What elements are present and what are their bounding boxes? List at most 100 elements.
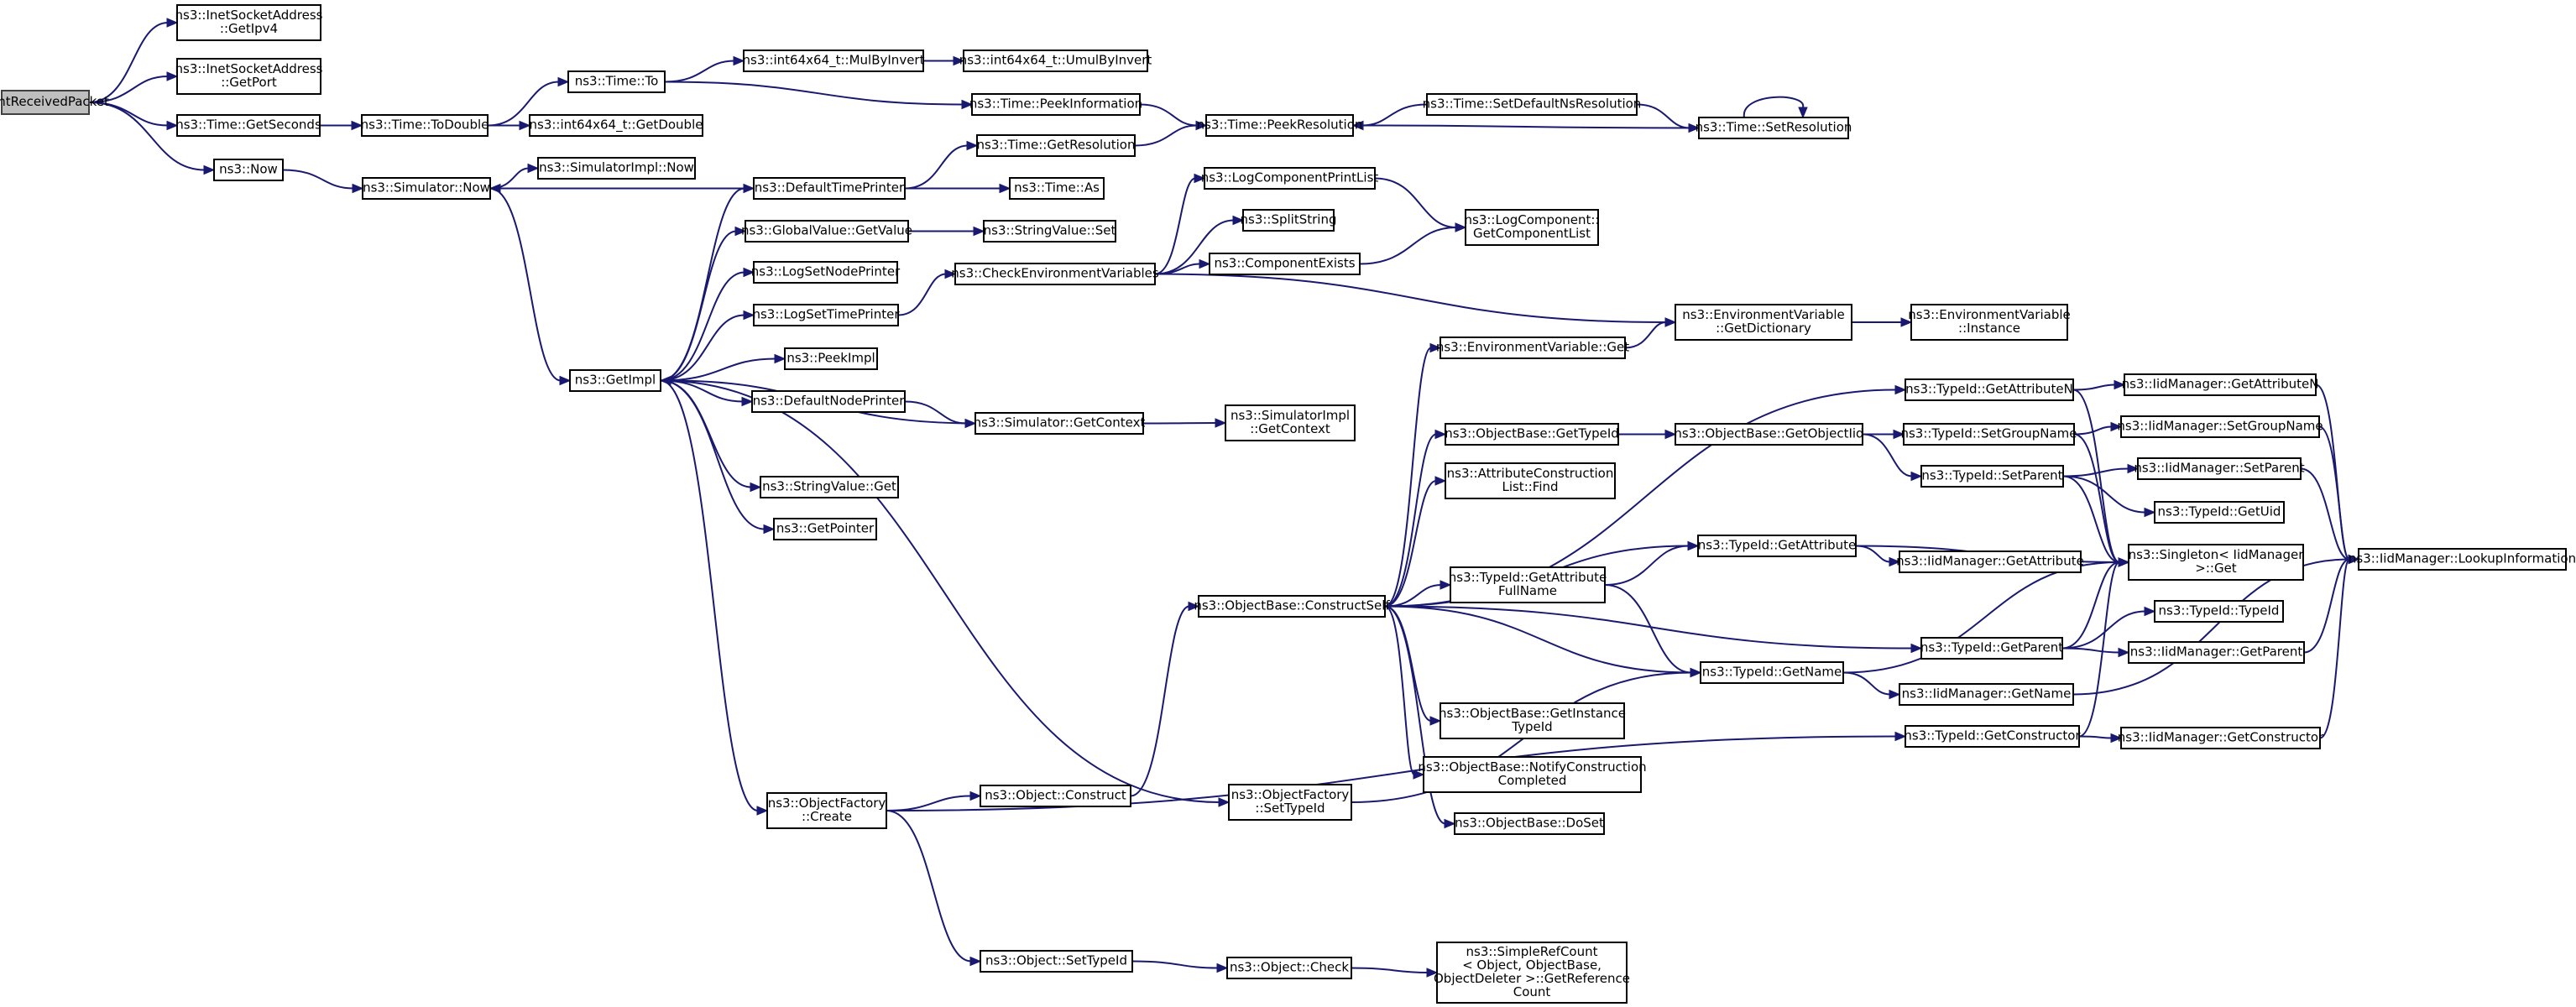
node-ns3-int64x64-t-mulbyinvert[interactable]: ns3::int64x64_t::MulByInvert [743, 50, 925, 72]
node-ns3-iidmanager-lookupinformation[interactable]: ns3::IidManager::LookupInformation [2349, 548, 2576, 571]
node-box [176, 4, 321, 41]
node-ns3-splitstring[interactable]: ns3::SplitString [1241, 209, 1337, 232]
node-ns3-iidmanager-getattribute[interactable]: ns3::IidManager::GetAttribute [1896, 550, 2084, 573]
node-label: ::GetIpv4 [220, 21, 278, 36]
node-ns3-objectbase-notifyconstruction-completed[interactable]: ns3::ObjectBase::NotifyConstructionCompl… [1418, 756, 1647, 793]
call-edge [897, 269, 957, 316]
node-ns3-typeid-getconstructor[interactable]: ns3::TypeId::GetConstructor [1904, 725, 2081, 748]
node-ns3-peekimpl[interactable]: ns3::PeekImpl [784, 347, 878, 370]
node-ns3-defaulttimeprinter[interactable]: ns3::DefaultTimePrinter [753, 177, 906, 200]
node-ns3-defaultnodeprinter[interactable]: ns3::DefaultNodePrinter [751, 390, 906, 413]
node-ns3-objectfactory-create[interactable]: ns3::ObjectFactory::Create [766, 792, 887, 829]
node-ns3-int64x64-t-umulbyinvert[interactable]: ns3::int64x64_t::UmulByInvert [959, 50, 1152, 72]
node-ns3-time-setdefaultnsresolution[interactable]: ns3::Time::SetDefaultNsResolution [1423, 93, 1642, 116]
node-ns3-objectfactory-settypeid[interactable]: ns3::ObjectFactory::SetTypeId [1228, 784, 1352, 821]
node-label: ns3::Simulator::Now [363, 180, 490, 196]
node-ns3-inetsocketaddress-getport[interactable]: ns3::InetSocketAddress::GetPort [175, 58, 323, 95]
node-ns3-time-to[interactable]: ns3::Time::To [567, 70, 666, 93]
node-box [2154, 501, 2285, 524]
node-ns3-objectbase-getobjectiid[interactable]: ns3::ObjectBase::GetObjectIid [1674, 423, 1864, 446]
node-ns3-componentexists[interactable]: ns3::ComponentExists [1209, 253, 1361, 275]
node-ns3-typeid-getattributen[interactable]: ns3::TypeId::GetAttributeN [1905, 378, 2074, 401]
node-ns3-iidmanager-getconstructor[interactable]: ns3::IidManager::GetConstructor [2118, 727, 2324, 749]
node-ns3-time-getresolution[interactable]: ns3::Time::GetResolution [976, 134, 1136, 157]
node-ns3-simulatorimpl-now[interactable]: ns3::SimulatorImpl::Now [537, 157, 696, 180]
node-label: ns3::Time::PeekResolution [1197, 117, 1363, 133]
node-ns3-iidmanager-setparent[interactable]: ns3::IidManager::SetParent [2134, 457, 2305, 480]
node-ns3-object-check[interactable]: ns3::Object::Check [1226, 957, 1352, 979]
node-ns3-time-setresolution[interactable]: ns3::Time::SetResolution [1696, 117, 1852, 139]
node-ns3-singleton-iidmanager-get[interactable]: ns3::Singleton< IidManager>::Get [2128, 544, 2305, 581]
node-label: FullName [1498, 583, 1557, 598]
node-ns3-getpointer[interactable]: ns3::GetPointer [773, 518, 877, 540]
node-ns3-time-peekinformation[interactable]: ns3::Time::PeekInformation [969, 93, 1142, 116]
node-ns3-time-as[interactable]: ns3::Time::As [1009, 177, 1105, 200]
node-ns3-now[interactable]: ns3::Now [213, 159, 284, 181]
node-label: ns3::Time::GetSeconds [175, 117, 321, 133]
node-label: ns3::Time::GetResolution [977, 138, 1136, 153]
node-ns3-checkenvironmentvariables[interactable]: ns3::CheckEnvironmentVariables [951, 263, 1159, 285]
node-ns3-int64x64-t-getdouble[interactable]: ns3::int64x64_t::GetDouble [529, 114, 703, 137]
node-ns3-typeid-typeid[interactable]: ns3::TypeId::TypeId [2154, 600, 2284, 623]
node-ns3-object-settypeid[interactable]: ns3::Object::SetTypeId [980, 950, 1133, 973]
node-ns3-getimpl[interactable]: ns3::GetImpl [569, 369, 661, 392]
node-ns3-environmentvariable-getdictionary[interactable]: ns3::EnvironmentVariable::GetDictionary [1675, 304, 1852, 341]
node-ns3-logcomponentprintlist[interactable]: ns3::LogComponentPrintList [1201, 167, 1379, 190]
node-label: ns3::IidManager::GetAttribute [1896, 554, 2084, 569]
call-edge [660, 379, 762, 493]
call-edge [660, 379, 769, 816]
node-label: ns3::InetSocketAddress [175, 61, 323, 76]
node-box [1226, 957, 1352, 979]
node-box [361, 114, 489, 137]
node-box [1426, 93, 1638, 116]
node-ns3-time-todouble[interactable]: ns3::Time::ToDouble [361, 114, 489, 137]
node-ns3-iidmanager-getname[interactable]: ns3::IidManager::GetName [1899, 683, 2074, 706]
node-box [1228, 784, 1352, 821]
node-box [1697, 535, 1857, 557]
node-label: ns3::InetSocketAddress [175, 8, 323, 23]
node-box [176, 58, 321, 95]
node-ns3-simplerefcount-object-objectbase-objectdeleter-getreference-count[interactable]: ns3::SimpleRefCount< Object, ObjectBase,… [1434, 942, 1630, 1004]
node-printreceivedpacket[interactable]: PrintReceivedPacket [0, 90, 109, 115]
node-ns3-environmentvariable-instance[interactable]: ns3::EnvironmentVariable::Instance [1908, 304, 2071, 341]
node-ns3-logsettimeprinter[interactable]: ns3::LogSetTimePrinter [752, 304, 900, 326]
node-ns3-time-peekresolution[interactable]: ns3::Time::PeekResolution [1197, 114, 1363, 137]
node-ns3-typeid-setgroupname[interactable]: ns3::TypeId::SetGroupName [1900, 423, 2077, 446]
node-box [1242, 209, 1335, 232]
node-ns3-stringvalue-get[interactable]: ns3::StringValue::Get [760, 476, 899, 498]
node-ns3-typeid-getparent[interactable]: ns3::TypeId::GetParent [1920, 637, 2063, 660]
node-ns3-typeid-getname[interactable]: ns3::TypeId::GetName [1700, 661, 1844, 684]
node-ns3-typeid-getuid[interactable]: ns3::TypeId::GetUid [2154, 501, 2285, 524]
node-ns3-iidmanager-getattributen[interactable]: ns3::IidManager::GetAttributeN [2122, 373, 2319, 396]
call-edge [2061, 647, 2130, 658]
node-box [529, 114, 703, 137]
call-edge [2073, 433, 2130, 567]
node-ns3-globalvalue-getvalue[interactable]: ns3::GlobalValue::GetValue [741, 220, 912, 243]
node-ns3-logsetnodeprinter[interactable]: ns3::LogSetNodePrinter [751, 261, 901, 284]
node-ns3-iidmanager-setgroupname[interactable]: ns3::IidManager::SetGroupName [2117, 415, 2323, 438]
node-ns3-simulatorimpl-getcontext[interactable]: ns3::SimulatorImpl::GetContext [1225, 404, 1356, 441]
node-ns3-objectbase-constructself[interactable]: ns3::ObjectBase::ConstructSelf [1194, 595, 1390, 618]
node-ns3-simulator-now[interactable]: ns3::Simulator::Now [362, 177, 491, 200]
node-ns3-object-construct[interactable]: ns3::Object::Construct [980, 785, 1131, 807]
node-ns3-iidmanager-getparent[interactable]: ns3::IidManager::GetParent [2128, 641, 2305, 664]
node-label: ns3::StringValue::Set [984, 223, 1116, 238]
node-ns3-typeid-setparent[interactable]: ns3::TypeId::SetParent [1920, 465, 2064, 488]
node-label: Count [1513, 984, 1551, 999]
node-ns3-logcomponent-getcomponentlist[interactable]: ns3::LogComponent::GetComponentList [1465, 209, 1600, 246]
node-ns3-inetsocketaddress-getipv4[interactable]: ns3::InetSocketAddress::GetIpv4 [175, 4, 323, 41]
call-edge [664, 81, 974, 110]
node-ns3-typeid-getattribute[interactable]: ns3::TypeId::GetAttribute [1697, 535, 1857, 557]
node-label: ns3::TypeId::TypeId [2159, 603, 2280, 618]
node-ns3-time-getseconds[interactable]: ns3::Time::GetSeconds [175, 114, 321, 137]
node-ns3-environmentvariable-get[interactable]: ns3::EnvironmentVariable::Get [1436, 337, 1629, 359]
node-box [1910, 304, 2068, 341]
node-ns3-stringvalue-set[interactable]: ns3::StringValue::Set [983, 220, 1116, 243]
node-ns3-simulator-getcontext[interactable]: ns3::Simulator::GetContext [974, 412, 1146, 435]
node-label: ns3::SimulatorImpl::Now [539, 160, 694, 175]
node-ns3-objectbase-gettypeid[interactable]: ns3::ObjectBase::GetTypeId [1445, 423, 1619, 446]
node-ns3-objectbase-doset[interactable]: ns3::ObjectBase::DoSet [1454, 812, 1605, 835]
